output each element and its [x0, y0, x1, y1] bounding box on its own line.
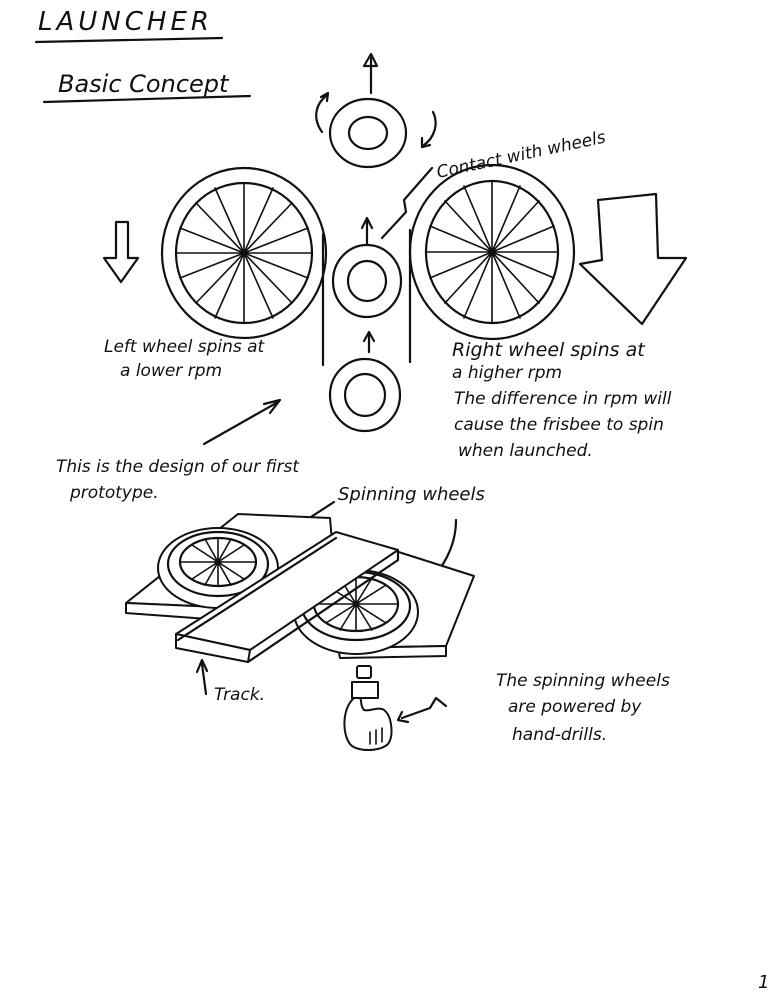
right-wheel-label-line1: Right wheel spins at: [452, 339, 646, 361]
frisbee-bottom: [328, 357, 402, 433]
rotation-arrow-left-icon: [315, 91, 330, 134]
prototype-label-line1: This is the design of our first: [56, 457, 300, 477]
left-down-arrow-icon: [102, 220, 140, 284]
difference-label-line1: The difference in rpm will: [454, 389, 672, 409]
contact-label: Contact with wheels: [435, 127, 608, 182]
prototype-label-line2: prototype.: [69, 483, 159, 503]
middle-up-arrow-icon: [360, 216, 374, 246]
drills-label-line2: are powered by: [508, 697, 642, 717]
frisbee-top: [328, 97, 408, 169]
prototype-arrow-icon: [202, 398, 282, 446]
drill-leader-head: [396, 710, 410, 724]
left-wheel-label-line2: a lower rpm: [120, 361, 222, 381]
right-wheel: [408, 163, 576, 341]
difference-label-line2: cause the frisbee to spin: [454, 415, 664, 435]
hand-drill-icon: [343, 665, 393, 751]
drills-label-line1: The spinning wheels: [496, 671, 670, 691]
track-label: Track.: [214, 685, 265, 705]
page-subtitle: Basic Concept: [58, 70, 230, 98]
drills-label-line3: hand-drills.: [512, 725, 607, 745]
drill-leader-line: [400, 696, 448, 720]
subtitle-underline: [42, 94, 252, 104]
frisbee-middle: [331, 243, 403, 319]
track-arrow-icon: [195, 658, 209, 696]
difference-label-line3: when launched.: [458, 441, 593, 461]
rotation-arrow-right-icon: [420, 110, 437, 149]
page-title: LAUNCHER: [38, 7, 213, 37]
lower-up-arrow-icon: [362, 330, 376, 354]
contact-leader-line: [380, 166, 434, 240]
right-down-arrow-icon: [578, 192, 688, 326]
page-number: 1: [758, 972, 768, 993]
up-arrow-icon: [362, 52, 379, 95]
title-underline: [34, 36, 224, 44]
left-wheel: [160, 166, 328, 340]
prototype-track: [175, 531, 400, 664]
right-wheel-label-line2: a higher rpm: [452, 363, 562, 383]
left-wheel-label-line1: Left wheel spins at: [104, 337, 266, 357]
spinning-wheels-label: Spinning wheels: [338, 484, 485, 505]
